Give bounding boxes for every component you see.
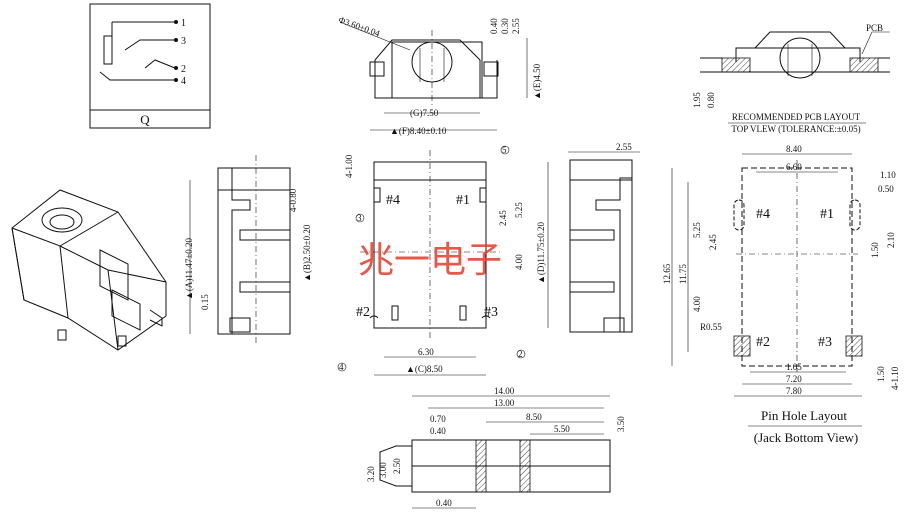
front-dim-4-1.00: 4-1.00	[344, 154, 354, 178]
front-pin-3: #3	[484, 305, 498, 320]
pin-dim-2.45: 2.45	[708, 234, 718, 250]
pin-dim-2.10: 2.10	[886, 232, 896, 248]
top-dim-E: ▲(E)4.50	[532, 63, 542, 100]
pin-dim-7.80: 7.80	[786, 386, 802, 396]
pin-dim-radius: R0.55	[700, 322, 722, 332]
side-dim-4-0.80: 4-0.80	[288, 188, 298, 212]
pin-dim-6.60: 6.60	[786, 162, 802, 172]
schematic-symbol: 1 3 2 4 Q	[89, 3, 211, 129]
front-view: #4 #1 #2 #3 5 3 4 2 4-1.00 2.45 5.25 4.0…	[337, 145, 549, 376]
side-dim-A: ▲(A)11.47±0.20	[184, 237, 194, 300]
pin-hole-2: #2	[756, 335, 770, 350]
pin-dim-7.20: 7.20	[786, 374, 802, 384]
top-view: Φ3.60±0.04 0.40 0.30 2.55 ▲(E)4.50 (G)7.…	[337, 14, 542, 136]
top-dim-F: ▲(F)8.40±0.10	[390, 126, 447, 136]
front-dim-6.30: 6.30	[418, 347, 434, 357]
front-dim-2.45: 2.45	[498, 210, 508, 226]
schematic-pin-4: 4	[181, 76, 186, 87]
bottom-dim-13.00: 13.00	[494, 398, 515, 408]
pin-dim-11.75: 11.75	[678, 264, 688, 284]
schematic-label: Q	[140, 112, 150, 127]
bottom-dim-0.70: 0.70	[430, 414, 446, 424]
right-view: 2.55	[568, 142, 640, 333]
bottom-dim-3.00: 3.00	[378, 462, 388, 478]
pcb-layout-subtitle: TOP VLEW (TOLERANCE:±0.05)	[731, 124, 860, 134]
bottom-dim-5.50: 5.50	[554, 424, 570, 434]
pin-dim-1.50-b: 1.50	[876, 366, 886, 382]
pin-dim-1.05: 1.05	[786, 362, 802, 372]
pin-hole-3: #3	[818, 335, 832, 350]
pin-dim-4.00: 4.00	[692, 296, 702, 312]
pcb-label: PCB	[866, 23, 883, 33]
schematic-pin-3: 3	[181, 36, 186, 47]
front-dim-5.25: 5.25	[514, 202, 524, 218]
pin-dim-12.65: 12.65	[662, 263, 672, 284]
top-dim-G: (G)7.50	[410, 108, 439, 118]
schematic-pin-1: 1	[181, 18, 186, 29]
bottom-dim-3.20: 3.20	[366, 466, 376, 482]
pin-dim-4-1.10: 4-1.10	[890, 366, 900, 390]
bottom-dim-0.40: 0.40	[430, 426, 446, 436]
pin-dim-5.25: 5.25	[692, 222, 702, 238]
side-view: ▲(A)11.47±0.20 4-0.80 ▲(B)2.50±0.20 0.15	[184, 155, 312, 345]
pin-hole-layout: 8.40 6.60 1.10 0.50 5.25 2.45 12.65 11.7…	[662, 144, 900, 445]
pin-hole-1: #1	[820, 207, 834, 222]
right-dim-2.55: 2.55	[616, 142, 632, 152]
pcb-layout-view: PCB 1.95 0.80 RECOMMENDED PCB LAYOUT TOP…	[692, 23, 890, 134]
front-dim-4.00: 4.00	[514, 254, 524, 270]
schematic-pin-2: 2	[181, 64, 186, 75]
front-marker-5: 5	[502, 145, 507, 155]
watermark: 兆一电子	[358, 240, 502, 281]
bottom-view: 14.00 13.00 0.70 8.50 0.40 5.50 3.50 3.2…	[366, 386, 626, 509]
pin-hole-4: #4	[756, 207, 770, 222]
pin-dim-1.10: 1.10	[880, 170, 896, 180]
pcb-layout-title: RECOMMENDED PCB LAYOUT	[732, 112, 861, 122]
bottom-dim-2.50: 2.50	[392, 458, 402, 474]
front-marker-4: 4	[339, 362, 344, 372]
bottom-dim-0.40-b: 0.40	[436, 498, 452, 508]
bottom-dim-3.50: 3.50	[616, 416, 626, 432]
front-pin-4: #4	[386, 193, 400, 208]
front-dim-D: ▲(D)11.75±0.20	[536, 221, 546, 284]
pcb-dim-0.80: 0.80	[706, 92, 716, 108]
bottom-dim-14.00: 14.00	[494, 386, 515, 396]
pin-layout-title: Pin Hole Layout	[761, 408, 847, 423]
top-dim-0.30: 0.30	[500, 18, 510, 34]
pin-dim-8.40: 8.40	[786, 144, 802, 154]
pin-layout-subtitle: (Jack Bottom View)	[754, 430, 858, 445]
front-pin-1: #1	[456, 193, 470, 208]
bottom-dim-8.50: 8.50	[526, 412, 542, 422]
pcb-dim-1.95: 1.95	[692, 92, 702, 108]
front-pin-2: #2	[356, 305, 370, 320]
top-dim-0.40: 0.40	[489, 18, 499, 34]
top-dim-2.55: 2.55	[511, 18, 521, 34]
front-marker-3: 3	[357, 213, 362, 223]
top-dim-diameter: Φ3.60±0.04	[337, 14, 381, 38]
front-marker-2: 2	[518, 349, 523, 359]
isometric-view	[11, 189, 167, 351]
front-dim-C: ▲(C)8.50	[406, 364, 443, 374]
pin-dim-0.50: 0.50	[878, 184, 894, 194]
side-dim-0.15: 0.15	[200, 294, 210, 310]
side-dim-B: ▲(B)2.50±0.20	[302, 224, 312, 282]
pin-dim-1.50: 1.50	[870, 242, 880, 258]
